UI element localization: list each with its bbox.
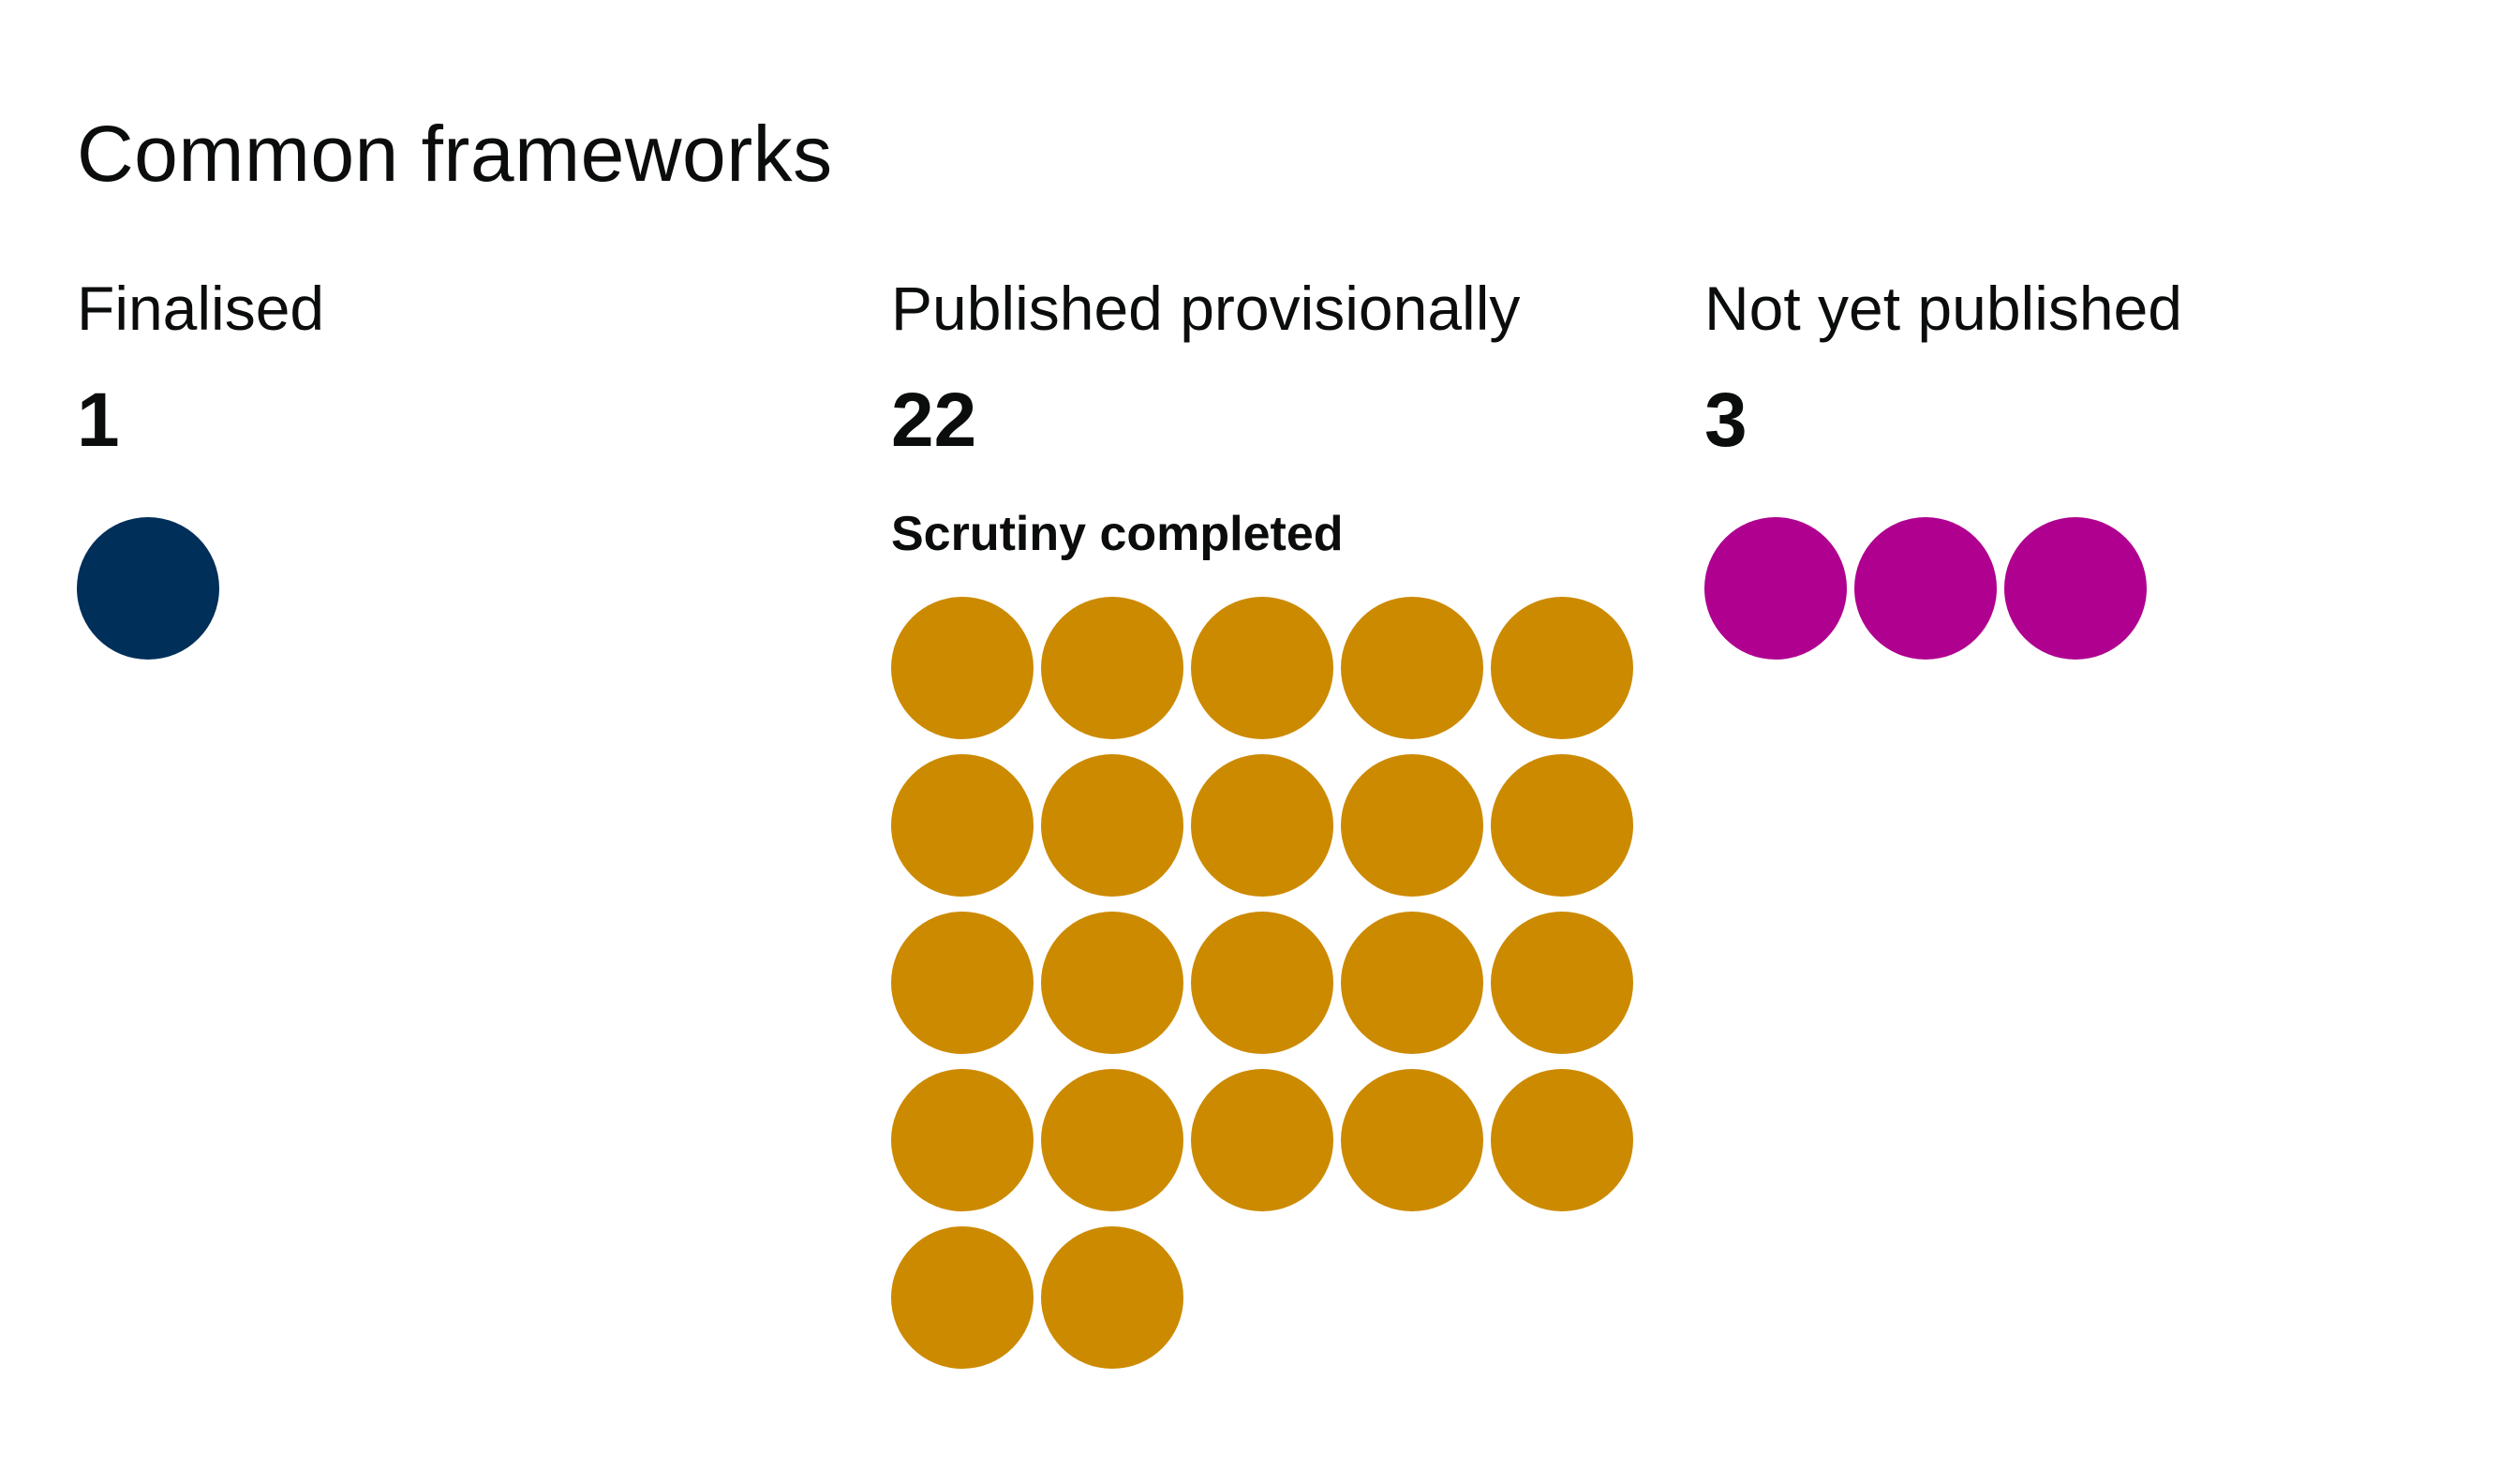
- unit-dot: [1491, 912, 1633, 1054]
- group-label: Published provisionally: [891, 274, 1521, 343]
- unit-dot: [891, 1069, 1034, 1211]
- group-count: 3: [1704, 378, 1748, 463]
- unit-dot: [1041, 754, 1183, 897]
- group-count: 22: [891, 378, 977, 463]
- unit-dot: [1704, 517, 1847, 660]
- group-label: Finalised: [77, 274, 325, 343]
- unit-dot: [1191, 912, 1333, 1054]
- unit-dot: [1491, 1069, 1633, 1211]
- group-not-yet-published: Not yet published 3: [1704, 274, 2182, 660]
- unit-dot: [1041, 597, 1183, 739]
- group-sublabel: Scrutiny completed: [891, 507, 1344, 561]
- unit-dot: [1854, 517, 1997, 660]
- group-label: Not yet published: [1704, 274, 2182, 343]
- unit-dot: [1341, 1069, 1483, 1211]
- unit-dot: [891, 1226, 1034, 1369]
- group-published-provisionally: Published provisionally 22 Scrutiny comp…: [891, 274, 1633, 1369]
- unit-dot: [2004, 517, 2147, 660]
- unit-dot: [1041, 912, 1183, 1054]
- unit-dot: [891, 754, 1034, 897]
- unit-dot: [891, 912, 1034, 1054]
- unit-dot: [1491, 597, 1633, 739]
- unit-dot: [1041, 1069, 1183, 1211]
- unit-dot: [891, 597, 1034, 739]
- chart-title: Common frameworks: [77, 110, 833, 198]
- unit-dot: [1341, 912, 1483, 1054]
- group-finalised: Finalised 1: [77, 274, 325, 660]
- unit-dot: [1491, 754, 1633, 897]
- unit-dot: [1341, 597, 1483, 739]
- unit-dot: [1191, 597, 1333, 739]
- unit-dot: [77, 517, 219, 660]
- unit-dot: [1191, 754, 1333, 897]
- unit-dot: [1341, 754, 1483, 897]
- group-count: 1: [77, 378, 120, 463]
- unit-dot: [1041, 1226, 1183, 1369]
- unit-dot: [1191, 1069, 1333, 1211]
